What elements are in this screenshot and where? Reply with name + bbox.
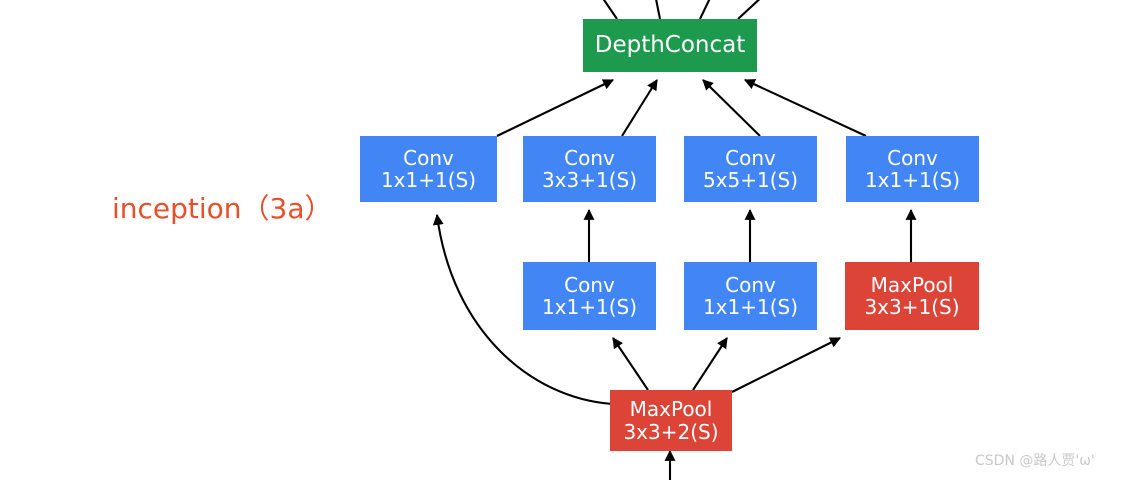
node-conv-5x5-branch3[interactable]: Conv 5x5+1(S) — [684, 136, 817, 202]
edge-conv4-to-concat — [744, 79, 867, 137]
node-conv-1x1-reduce-branch2-params: 1x1+1(S) — [541, 295, 638, 319]
edge-maxpool-to-reduce2 — [612, 337, 649, 391]
edge-concat-out-4 — [737, 0, 761, 20]
node-conv-1x1-reduce-branch3-params: 1x1+1(S) — [702, 295, 799, 319]
node-conv-1x1-branch1-type: Conv — [403, 145, 454, 170]
node-conv-3x3-branch2-type: Conv — [564, 145, 615, 170]
node-maxpool-3x3-s1-type: MaxPool — [870, 272, 954, 297]
csdn-watermark: CSDN @路人贾'ω' — [975, 453, 1095, 469]
node-conv-1x1-branch1[interactable]: Conv 1x1+1(S) — [360, 136, 497, 202]
node-maxpool-3x3-s2-params: 3x3+2(S) — [623, 419, 719, 444]
edge-maxpool-to-pool1 — [731, 337, 841, 393]
node-depthconcat[interactable]: DepthConcat — [583, 19, 757, 72]
node-conv-3x3-branch2[interactable]: Conv 3x3+1(S) — [523, 136, 656, 202]
edge-concat-out-3 — [699, 0, 711, 20]
edge-conv2-to-concat — [621, 79, 658, 137]
node-maxpool-3x3-s1[interactable]: MaxPool 3x3+1(S) — [845, 262, 979, 330]
inception-block-label: inception（3a） — [112, 192, 333, 225]
node-conv-1x1-branch4[interactable]: Conv 1x1+1(S) — [846, 136, 979, 202]
edge-conv1-to-concat — [496, 79, 614, 137]
node-maxpool-3x3-s2[interactable]: MaxPool 3x3+2(S) — [610, 390, 732, 451]
node-conv-1x1-reduce-branch2-type: Conv — [564, 272, 615, 297]
node-conv-5x5-branch3-params: 5x5+1(S) — [702, 168, 799, 192]
node-conv-3x3-branch2-params: 3x3+1(S) — [541, 168, 638, 192]
edge-concat-out-1 — [602, 0, 618, 20]
node-conv-1x1-reduce-branch3-type: Conv — [725, 272, 776, 297]
node-conv-1x1-reduce-branch3[interactable]: Conv 1x1+1(S) — [684, 262, 817, 330]
node-conv-1x1-reduce-branch2[interactable]: Conv 1x1+1(S) — [523, 262, 656, 330]
node-conv-1x1-branch4-params: 1x1+1(S) — [864, 168, 961, 192]
node-conv-1x1-branch1-params: 1x1+1(S) — [380, 168, 477, 192]
edge-maxpool-to-conv1x1b1 — [432, 213, 613, 406]
node-depthconcat-label: DepthConcat — [594, 31, 746, 58]
node-maxpool-3x3-s2-type: MaxPool — [629, 397, 713, 422]
edge-concat-out-2 — [655, 0, 662, 20]
node-conv-1x1-branch4-type: Conv — [887, 145, 938, 170]
node-conv-5x5-branch3-type: Conv — [725, 145, 776, 170]
edge-maxpool-to-reduce3 — [692, 337, 728, 391]
edge-conv3-to-concat — [702, 79, 761, 137]
node-maxpool-3x3-s1-params: 3x3+1(S) — [864, 295, 960, 319]
